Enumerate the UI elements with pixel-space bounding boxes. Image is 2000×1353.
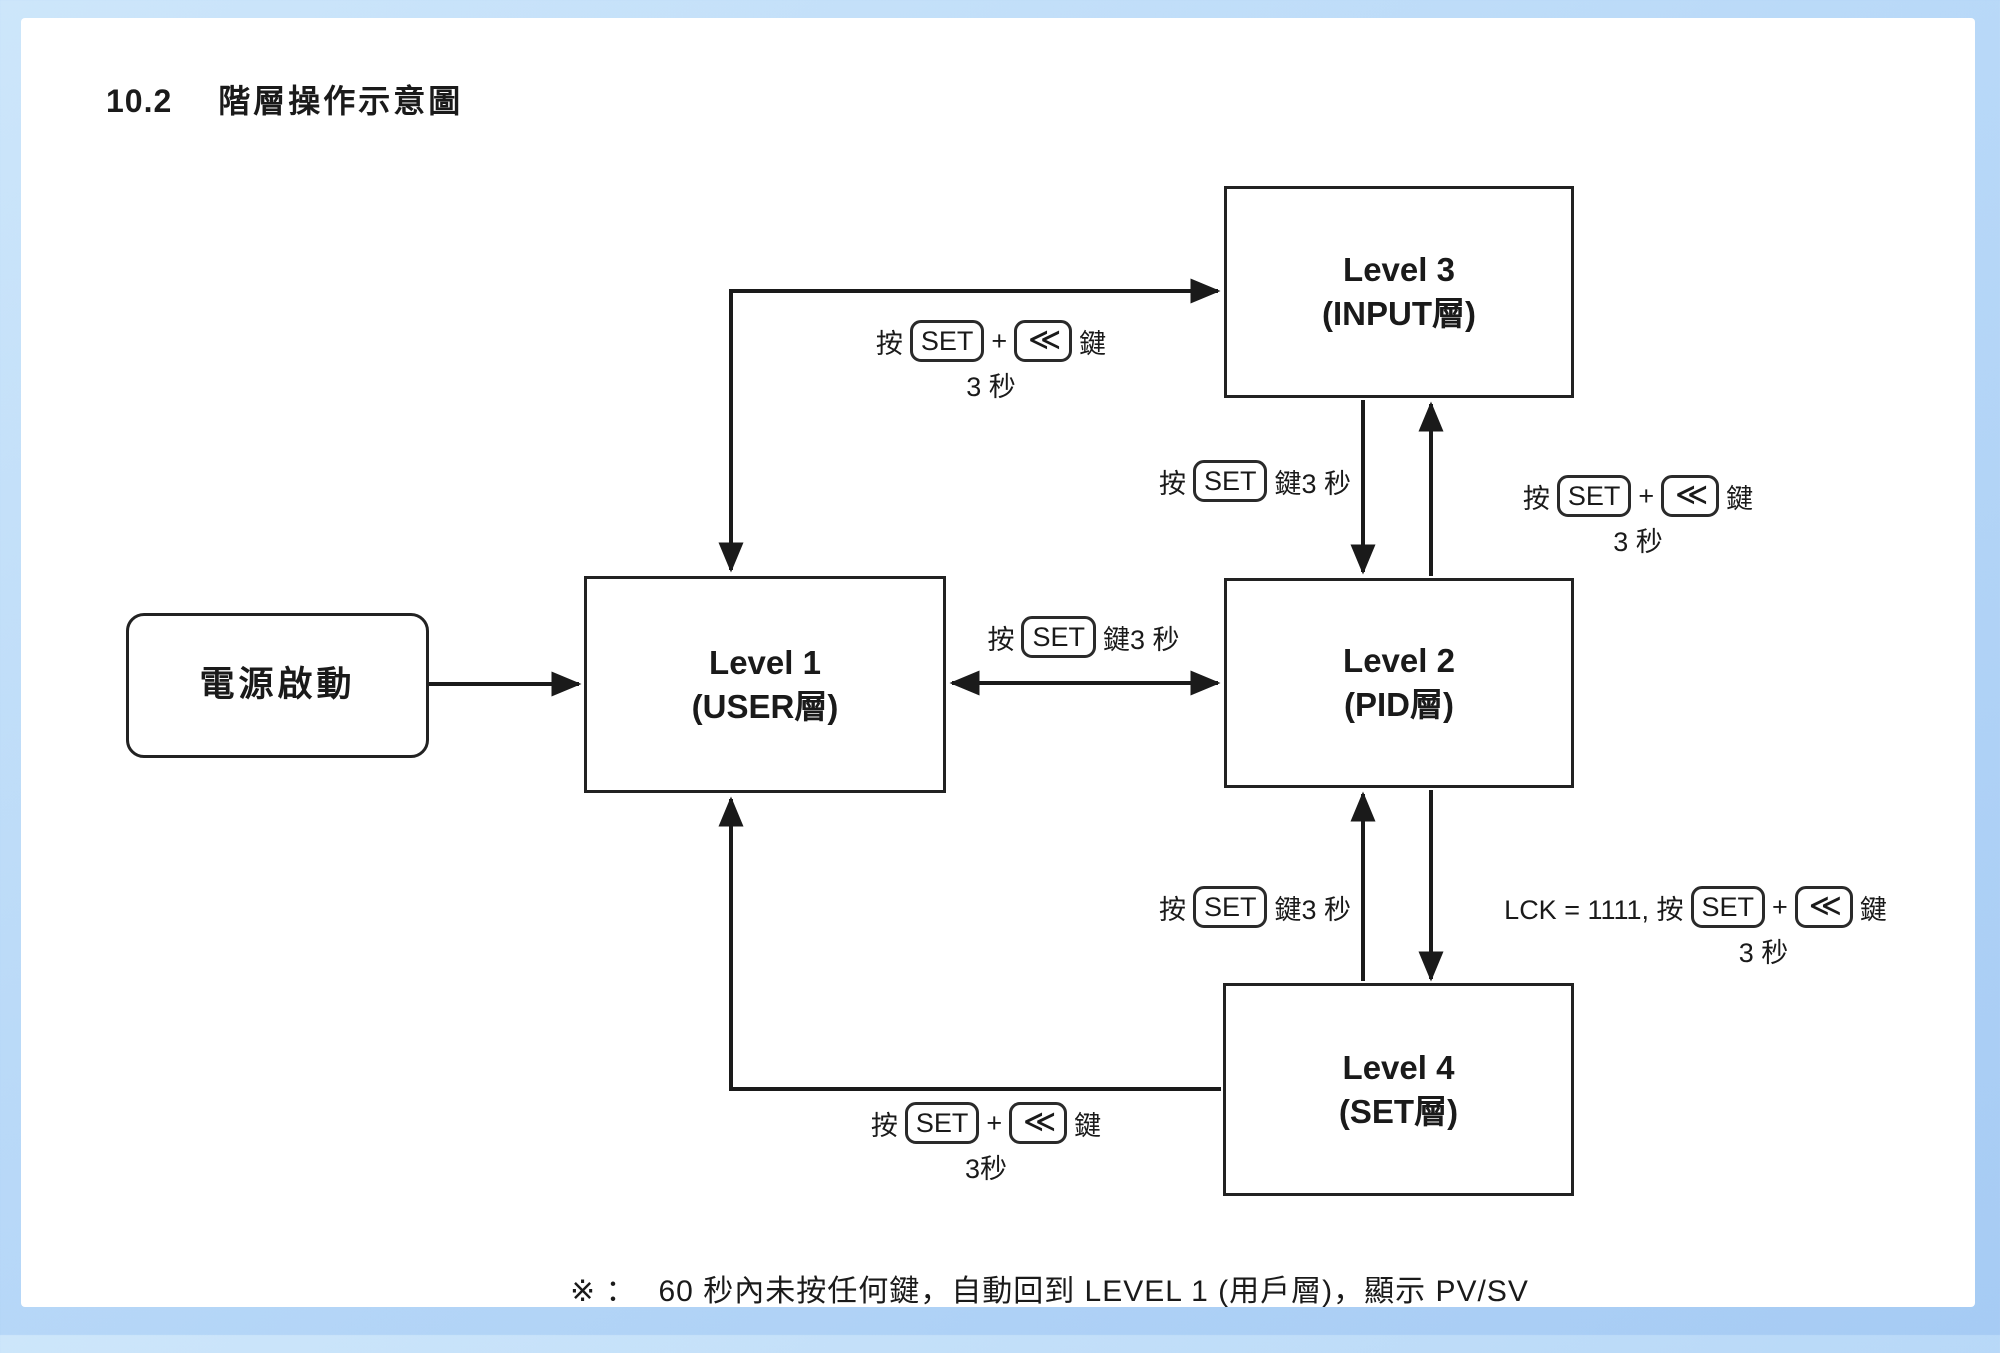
node-level2: Level 2 (PID層) [1224, 578, 1574, 788]
edge-label-level1-to-level3: 按 SET + ≪ 鍵 3 秒 [811, 318, 1171, 404]
arrow-level4-to-level1 [718, 796, 1221, 1091]
node-layer: (PID層) [1344, 686, 1454, 723]
node-label: 電源啟動 [199, 665, 356, 705]
flow-connectors [408, 278, 1444, 1091]
press-text: 按 [870, 1110, 898, 1141]
duration-text: 3 秒 [1738, 937, 1789, 968]
set-key-icon: SET [1021, 616, 1096, 658]
key-suffix-text: 鍵3 秒 [1102, 624, 1180, 655]
node-layer: (USER層) [691, 687, 839, 725]
node-title: Level 4 [1342, 1048, 1455, 1086]
set-key-icon: SET [909, 320, 985, 362]
edge-label-level4-to-level1: 按 SET + ≪ 鍵 3秒 [821, 1100, 1151, 1186]
node-level4: Level 4 (SET層) [1223, 983, 1574, 1196]
edge-label-level2-to-level3: 按 SET + ≪ 鍵 3 秒 [1463, 473, 1813, 559]
key-combo-row: 按 SET + ≪ 鍵 [876, 318, 1106, 364]
lock-condition-press-text: LCK = 1111, 按 [1504, 894, 1684, 925]
set-key-icon: SET [1192, 460, 1268, 502]
node-title: Level 3 [1343, 251, 1455, 289]
footnote: ※ ： 60 秒內未按任何鍵，自動回到 LEVEL 1 (用戶層)，顯示 PV/… [570, 1266, 1529, 1310]
document-page: 10.2 階層操作示意圖 電源啟動 Level 1 (USER層) Level … [21, 18, 1975, 1310]
set-key-icon: SET [904, 1102, 980, 1144]
plus-text: + [986, 1107, 1003, 1138]
arrow-level1-level3 [718, 278, 1221, 573]
duration-text: 3秒 [964, 1153, 1008, 1184]
edge-label-level2-to-level4: LCK = 1111, 按 SET + ≪ 鍵 3 秒 [1458, 884, 1933, 970]
press-text: 按 [987, 624, 1015, 655]
shift-key-icon: ≪ [1661, 475, 1720, 517]
set-key-icon: SET [1556, 475, 1632, 517]
edge-label-level3-to-level2: 按 SET 鍵3 秒 [1071, 458, 1351, 504]
press-text: 按 [875, 328, 903, 359]
press-text: 按 [1522, 483, 1550, 514]
node-level1: Level 1 (USER層) [584, 576, 946, 793]
press-text: 按 [1158, 468, 1186, 499]
node-layer: (SET層) [1338, 1092, 1459, 1130]
node-power-on: 電源啟動 [126, 613, 429, 758]
key-suffix-text: 鍵 [1079, 328, 1107, 359]
shift-key-icon: ≪ [1794, 886, 1853, 928]
key-suffix-text: 鍵3 秒 [1274, 894, 1351, 925]
plus-text: + [1638, 480, 1655, 511]
key-combo-row: LCK = 1111, 按 SET + ≪ 鍵 [1504, 884, 1887, 930]
node-title: Level 1 [709, 643, 821, 681]
edge-label-level4-to-level2: 按 SET 鍵3 秒 [1071, 884, 1351, 930]
section-number: 10.2 [106, 83, 173, 119]
key-combo-row: 按 SET 鍵3 秒 [1159, 458, 1351, 504]
key-suffix-text: 鍵3 秒 [1274, 468, 1351, 499]
section-title: 10.2 階層操作示意圖 [106, 76, 463, 122]
key-suffix-text: 鍵 [1726, 483, 1754, 514]
edge-label-level1-level2: 按 SET 鍵3 秒 [951, 614, 1216, 660]
duration-text: 3 秒 [966, 371, 1016, 402]
footnote-marker: ※ ： [570, 1275, 637, 1308]
node-title: Level 2 [1343, 642, 1455, 680]
plus-text: + [991, 325, 1008, 356]
duration-text: 3 秒 [1613, 526, 1663, 557]
plus-text: + [1772, 891, 1788, 922]
key-combo-row: 按 SET 鍵3 秒 [1159, 884, 1351, 930]
key-combo-row: 按 SET + ≪ 鍵 [1523, 473, 1753, 519]
key-suffix-text: 鍵 [1074, 1110, 1102, 1141]
footnote-text: 60 秒內未按任何鍵，自動回到 LEVEL 1 (用戶層)，顯示 PV/SV [658, 1275, 1529, 1308]
shift-key-icon: ≪ [1014, 320, 1073, 362]
key-combo-row: 按 SET + ≪ 鍵 [871, 1100, 1101, 1146]
shift-key-icon: ≪ [1009, 1102, 1068, 1144]
key-combo-row: 按 SET 鍵3 秒 [987, 614, 1180, 660]
section-heading: 階層操作示意圖 [218, 83, 464, 119]
key-suffix-text: 鍵 [1859, 894, 1887, 925]
node-level3: Level 3 (INPUT層) [1224, 186, 1574, 398]
set-key-icon: SET [1690, 886, 1766, 928]
set-key-icon: SET [1192, 886, 1268, 928]
press-text: 按 [1158, 894, 1186, 925]
node-layer: (INPUT層) [1322, 295, 1476, 332]
